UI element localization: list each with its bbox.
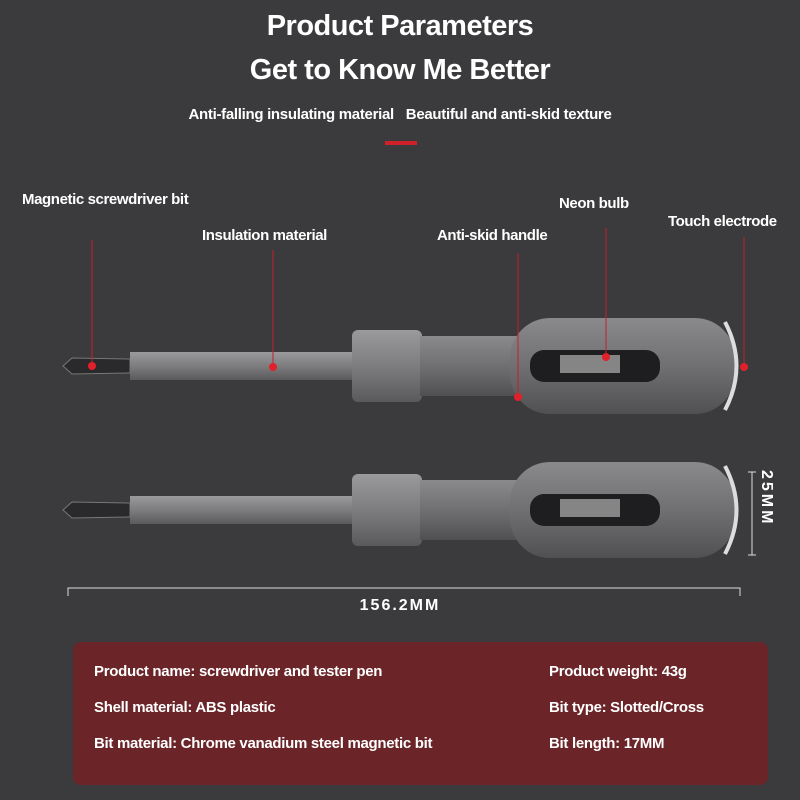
spec-weight: Product weight: 43g bbox=[549, 663, 687, 680]
callout-handle: Anti-skid handle bbox=[437, 227, 548, 244]
diameter-dimension: 25MM bbox=[758, 470, 775, 527]
spec-shell-material: Shell material: ABS plastic bbox=[94, 699, 276, 716]
callout-bulb: Neon bulb bbox=[559, 195, 629, 212]
callout-electrode: Touch electrode bbox=[668, 213, 777, 230]
spec-bit-length: Bit length: 17MM bbox=[549, 735, 665, 752]
page-subtitle: Get to Know Me Better bbox=[249, 54, 551, 86]
page-title: Product Parameters bbox=[266, 10, 534, 42]
callout-bit: Magnetic screwdriver bit bbox=[22, 191, 189, 208]
feature-anti-falling: Anti-falling insulating material bbox=[188, 106, 394, 123]
spec-bit-type: Bit type: Slotted/Cross bbox=[549, 699, 704, 716]
spec-bit-material: Bit material: Chrome vanadium steel magn… bbox=[94, 735, 433, 752]
dimension-lines bbox=[67, 471, 756, 596]
callout-dots bbox=[88, 353, 748, 401]
screwdriver-bottom bbox=[62, 462, 739, 558]
screwdriver-top bbox=[62, 318, 739, 414]
callout-insulation: Insulation material bbox=[202, 227, 327, 244]
length-dimension: 156.2MM bbox=[359, 597, 441, 614]
accent-divider bbox=[385, 141, 417, 145]
spec-product-name: Product name: screwdriver and tester pen bbox=[94, 663, 383, 680]
feature-anti-skid: Beautiful and anti-skid texture bbox=[405, 106, 612, 123]
feature-line: Anti-falling insulating material Beautif… bbox=[0, 106, 800, 123]
callout-lines bbox=[91, 228, 745, 397]
spec-panel bbox=[73, 642, 768, 785]
